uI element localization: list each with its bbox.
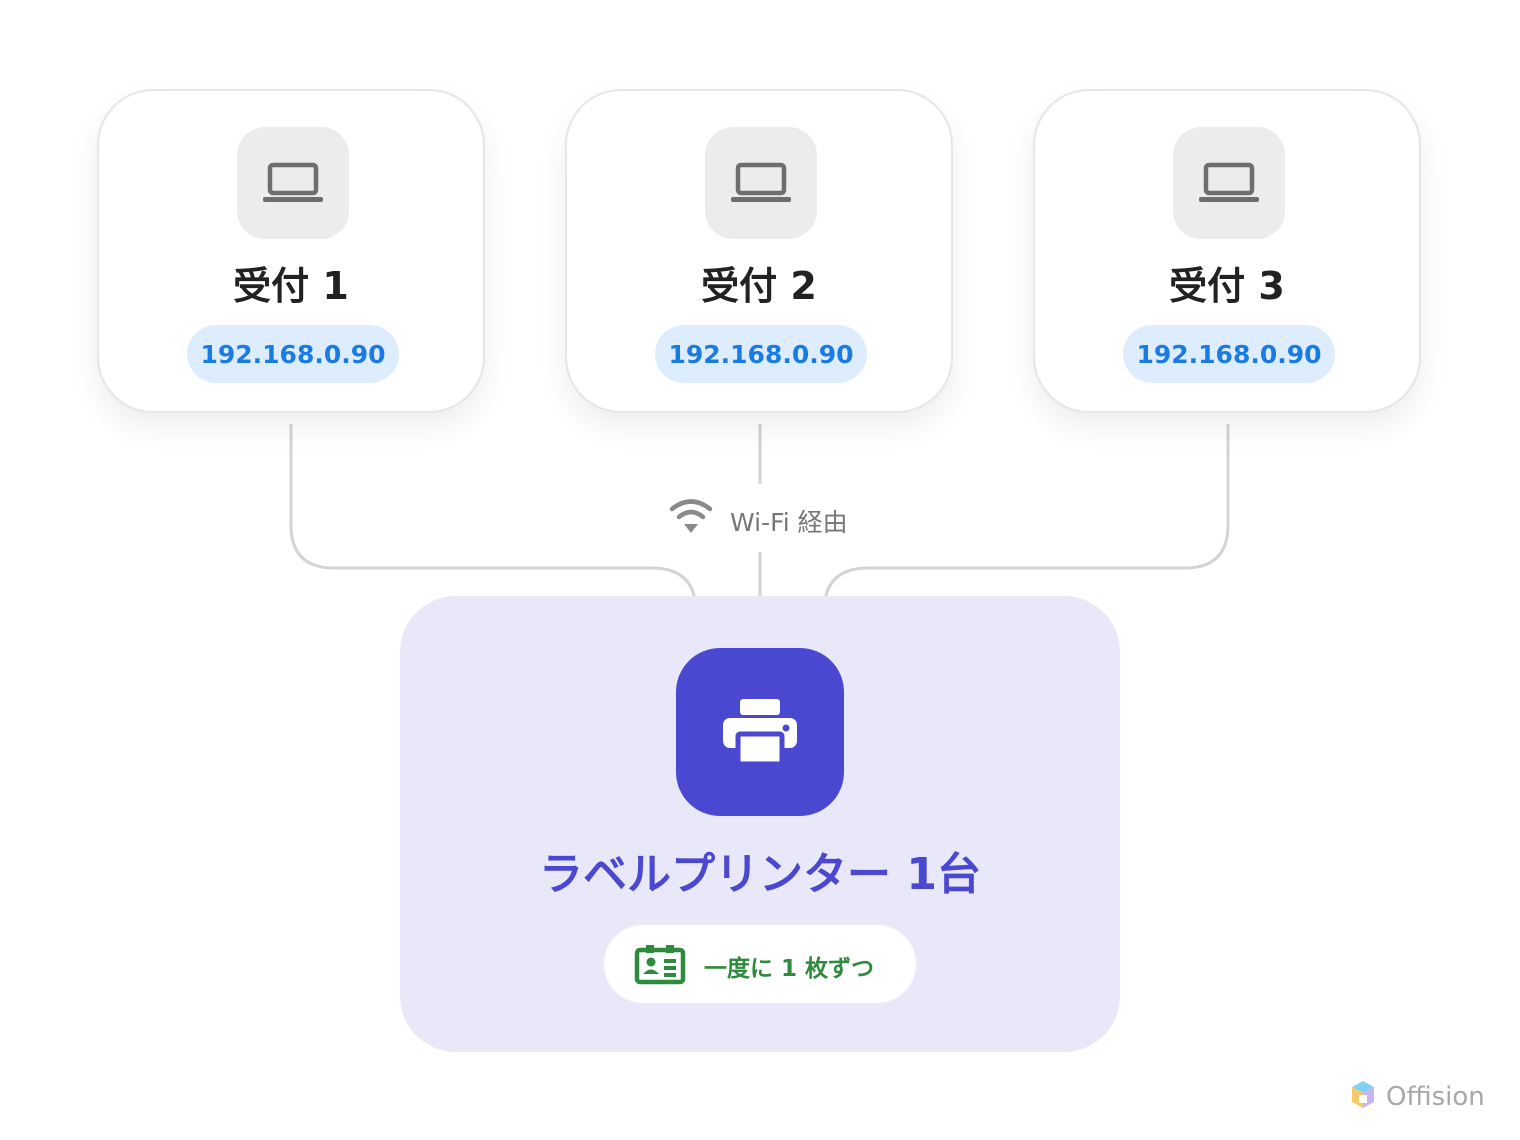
printer-icon: [676, 648, 844, 816]
device-card-2: 受付 2 192.168.0.90: [565, 89, 953, 413]
print-mode-badge: 一度に 1 枚ずつ: [604, 925, 916, 1003]
device-label: 受付 3: [1169, 264, 1285, 308]
wifi-icon: [667, 497, 715, 541]
device-card-1: 受付 1 192.168.0.90: [97, 89, 485, 413]
printer-title: ラベルプリンター 1台: [539, 849, 981, 900]
ip-badge: 192.168.0.90: [187, 325, 399, 383]
device-card-3: 受付 3 192.168.0.90: [1033, 89, 1421, 413]
ip-badge: 192.168.0.90: [655, 325, 867, 383]
connector-1: [289, 424, 698, 628]
print-mode-text: 一度に 1 枚ずつ: [704, 956, 875, 982]
id-card-icon: [634, 943, 686, 989]
ip-badge: 192.168.0.90: [1123, 325, 1335, 383]
connection-label: Wi-Fi 経由: [730, 508, 848, 537]
brand-name: Offision: [1386, 1082, 1485, 1112]
device-label: 受付 2: [701, 264, 817, 308]
brand-logo: Offision: [1350, 1080, 1485, 1114]
laptop-icon: [705, 127, 817, 239]
connector-3: [822, 424, 1230, 628]
device-label: 受付 1: [233, 264, 349, 308]
laptop-icon: [237, 127, 349, 239]
brand-mark-icon: [1350, 1080, 1376, 1114]
laptop-icon: [1173, 127, 1285, 239]
